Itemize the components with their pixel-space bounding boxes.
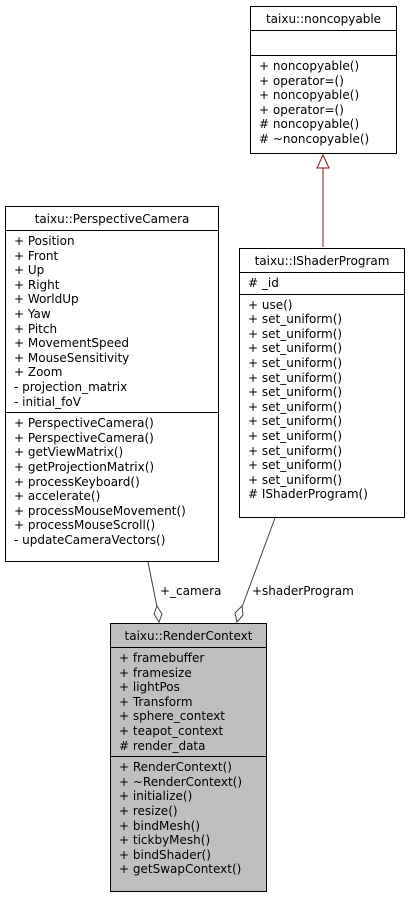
shader-edge-label: +shaderProgram <box>252 584 354 598</box>
member-row: + resize() <box>119 803 178 818</box>
shader-association-edge <box>241 517 276 608</box>
member-row: + use() <box>248 297 293 312</box>
member-row: + getProjectionMatrix() <box>14 459 155 474</box>
member-row: + processMouseMovement() <box>14 503 186 518</box>
member-row: + set_uniform() <box>248 472 343 487</box>
member-row: + MovementSpeed <box>14 336 130 351</box>
member-row: + teapot_context <box>119 723 224 738</box>
member-row: + bindShader() <box>119 847 211 862</box>
class-title: taixu::IShaderProgram <box>240 249 404 273</box>
inheritance-arrowhead <box>316 153 330 169</box>
class-ishader-program[interactable]: taixu::IShaderProgram # _id + use()+ set… <box>239 248 405 518</box>
methods-section: + PerspectiveCamera()+ PerspectiveCamera… <box>6 413 218 550</box>
member-row: + Transform <box>119 694 193 709</box>
member-row: + processMouseScroll() <box>14 518 156 533</box>
member-row: - initial_foV <box>14 394 81 409</box>
member-row: + set_uniform() <box>248 428 343 443</box>
member-row: + bindMesh() <box>119 818 200 833</box>
class-title: taixu::RenderContext <box>111 624 266 648</box>
member-row: + set_uniform() <box>248 458 343 473</box>
member-row: + accelerate() <box>14 489 101 504</box>
member-row: + RenderContext() <box>119 760 232 775</box>
member-row: # _id <box>248 276 279 290</box>
member-row: + Position <box>14 234 75 248</box>
member-row: + Pitch <box>14 321 58 336</box>
class-perspective-camera[interactable]: taixu::PerspectiveCamera + Position+ Fro… <box>5 206 219 562</box>
member-row: # IShaderProgram() <box>248 487 368 502</box>
class-noncopyable[interactable]: taixu::noncopyable + noncopyable()+ oper… <box>250 6 397 154</box>
member-row: + WorldUp <box>14 292 79 307</box>
member-row: + framesize <box>119 665 192 680</box>
member-row: + PerspectiveCamera() <box>14 416 154 431</box>
member-row: # ~noncopyable() <box>259 131 370 146</box>
methods-section: + noncopyable()+ operator=()+ noncopyabl… <box>251 56 396 150</box>
member-row: + operator=() <box>259 102 344 117</box>
member-row: + noncopyable() <box>259 88 360 103</box>
member-row: + Yaw <box>14 306 51 321</box>
attributes-section: # _id <box>240 273 404 295</box>
member-row: + lightPos <box>119 680 180 695</box>
member-row: + ~RenderContext() <box>119 774 243 789</box>
member-row: + Front <box>14 248 59 263</box>
attributes-section <box>251 31 396 56</box>
member-row: + set_uniform() <box>248 312 343 327</box>
class-title: taixu::PerspectiveCamera <box>6 207 218 231</box>
member-row: + set_uniform() <box>248 326 343 341</box>
member-row: + tickbyMesh() <box>119 833 211 848</box>
methods-section: + RenderContext()+ ~RenderContext()+ ini… <box>111 757 266 880</box>
member-row: + Up <box>14 263 45 278</box>
camera-association-edge <box>147 561 158 608</box>
member-row: - updateCameraVectors() <box>14 532 166 547</box>
shader-aggregation-diamond <box>234 604 244 624</box>
member-row: # noncopyable() <box>259 117 360 132</box>
member-row: + getSwapContext() <box>119 862 242 877</box>
member-row: + PerspectiveCamera() <box>14 430 154 445</box>
member-row: + sphere_context <box>119 709 226 724</box>
member-row: + set_uniform() <box>248 414 343 429</box>
member-row: + initialize() <box>119 789 193 804</box>
member-row: + set_uniform() <box>248 385 343 400</box>
class-render-context[interactable]: taixu::RenderContext + framebuffer+ fram… <box>110 623 267 892</box>
camera-edge-label: +_camera <box>160 584 222 598</box>
member-row: + set_uniform() <box>248 399 343 414</box>
member-row: + Zoom <box>14 365 63 380</box>
attributes-section: + Position+ Front+ Up+ Right+ WorldUp+ Y… <box>6 231 218 414</box>
member-row: + operator=() <box>259 73 344 88</box>
member-row: + set_uniform() <box>248 370 343 385</box>
member-row: + set_uniform() <box>248 355 343 370</box>
member-row: # render_data <box>119 738 206 753</box>
member-row: + Right <box>14 277 60 292</box>
class-title: taixu::noncopyable <box>251 7 396 31</box>
member-row: + processKeyboard() <box>14 474 140 489</box>
camera-aggregation-diamond <box>153 604 163 624</box>
member-row: + set_uniform() <box>248 341 343 356</box>
member-row: + noncopyable() <box>259 59 360 73</box>
member-row: + set_uniform() <box>248 443 343 458</box>
member-row: + MouseSensitivity <box>14 350 130 365</box>
member-row: + getViewMatrix() <box>14 445 124 460</box>
member-row: + framebuffer <box>119 651 205 665</box>
member-row: - projection_matrix <box>14 379 128 394</box>
methods-section: + use()+ set_uniform()+ set_uniform()+ s… <box>240 295 404 505</box>
attributes-section: + framebuffer+ framesize+ lightPos+ Tran… <box>111 648 266 758</box>
